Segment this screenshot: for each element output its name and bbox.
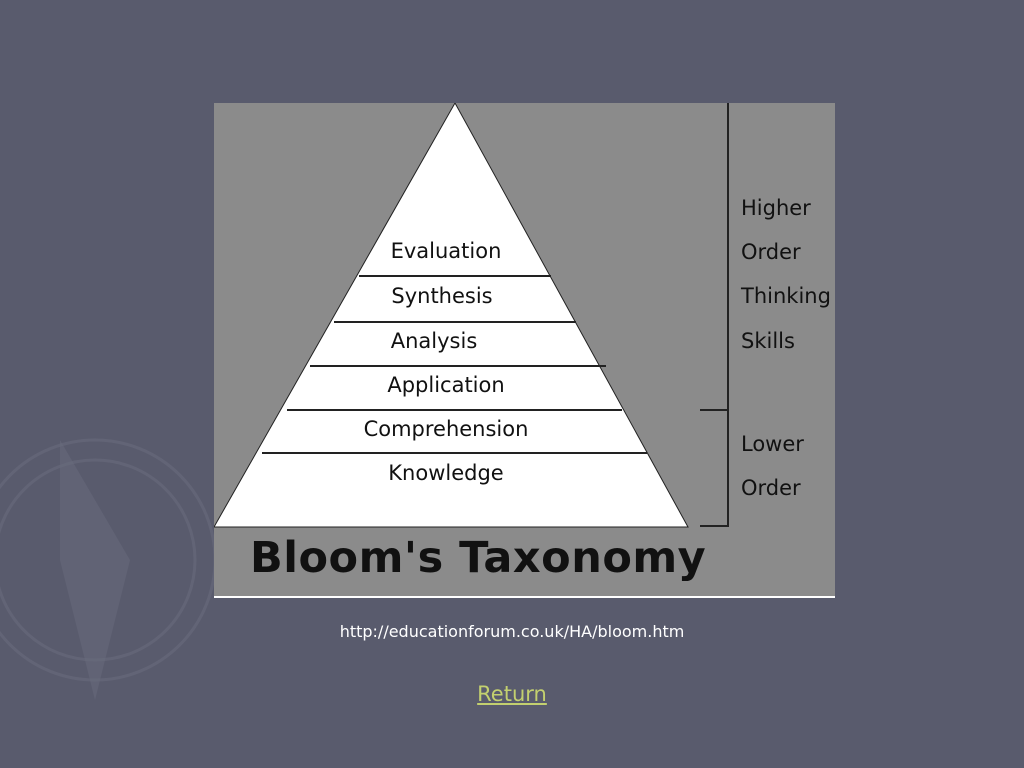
level-evaluation: Evaluation <box>390 239 502 263</box>
higher-order-label-line1: Higher <box>741 196 811 220</box>
lower-order-label-line1: Lower <box>741 432 804 456</box>
pyramid <box>214 103 689 528</box>
return-link-container: Return <box>0 682 1024 706</box>
level-analysis: Analysis <box>390 329 478 353</box>
figure-title: Bloom's Taxonomy <box>250 533 707 583</box>
level-synthesis: Synthesis <box>391 284 493 308</box>
higher-order-label-line3: Thinking <box>741 284 831 308</box>
lower-order-label-line2: Order <box>741 476 801 500</box>
level-application: Application <box>387 373 505 397</box>
level-knowledge: Knowledge <box>388 461 504 485</box>
higher-order-label-line4: Skills <box>741 329 795 353</box>
higher-order-label-line2: Order <box>741 240 801 264</box>
return-link[interactable]: Return <box>477 682 547 706</box>
pyramid-diagram <box>214 103 835 598</box>
blooms-taxonomy-figure: Evaluation Synthesis Analysis Applicatio… <box>214 103 835 598</box>
level-comprehension: Comprehension <box>363 417 529 441</box>
source-url: http://educationforum.co.uk/HA/bloom.htm <box>339 622 685 641</box>
